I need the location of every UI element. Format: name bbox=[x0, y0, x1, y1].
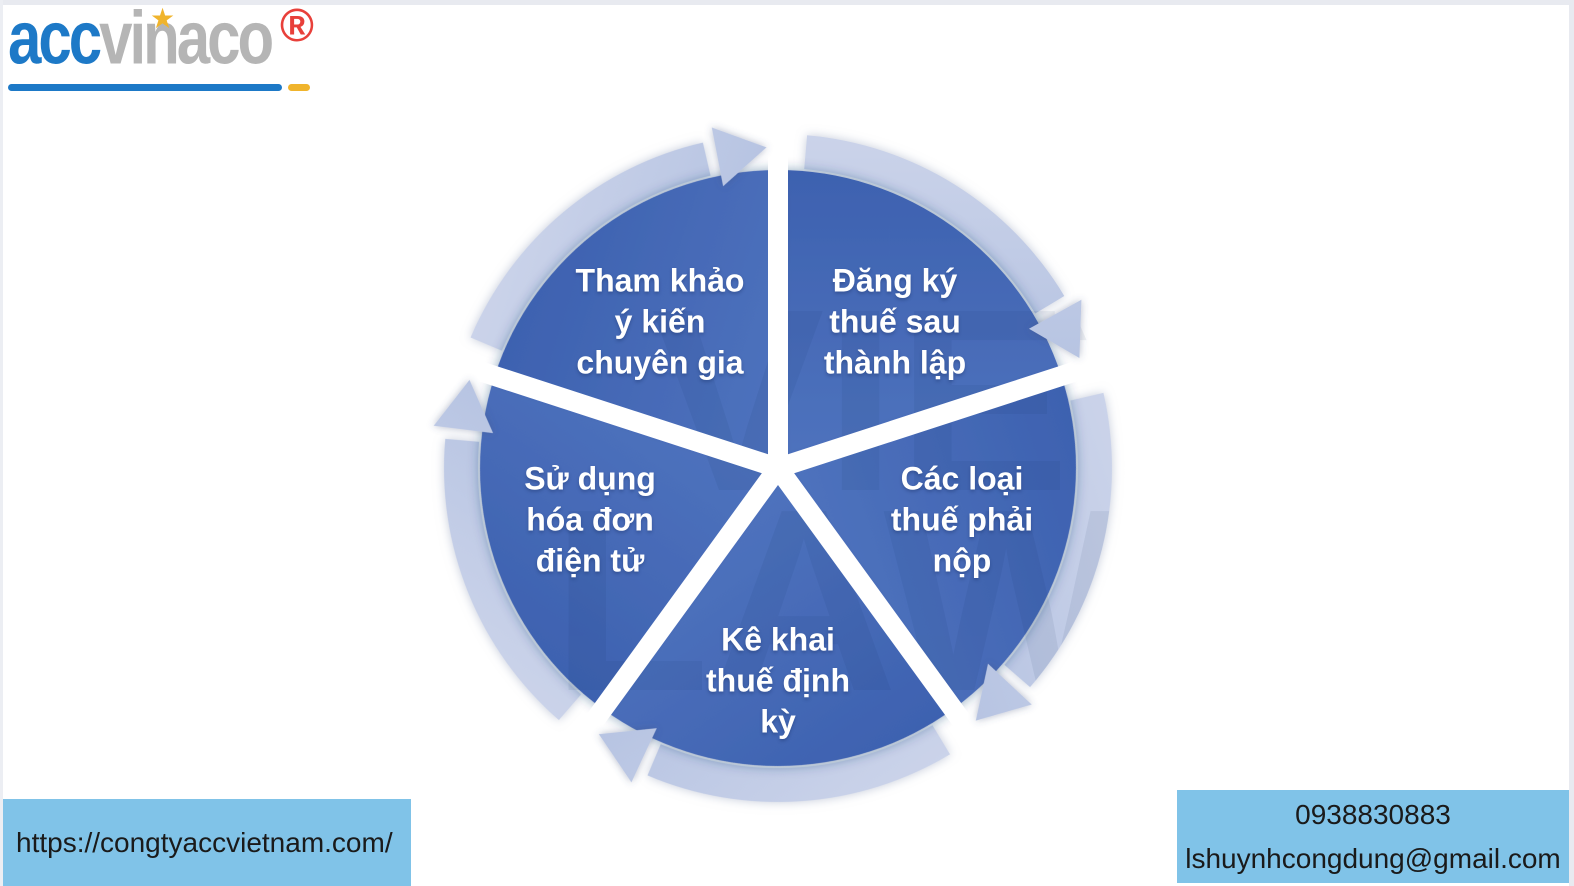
contact-box: 0938830883 lshuynhcongdung@gmail.com bbox=[1177, 790, 1569, 883]
arrowhead-icon bbox=[1029, 299, 1082, 358]
wedge-divider bbox=[440, 349, 782, 478]
logo-underline-accent bbox=[288, 84, 310, 91]
email-address: lshuynhcongdung@gmail.com bbox=[1185, 842, 1561, 874]
cycle-arrow-band bbox=[1004, 392, 1112, 688]
top-border bbox=[0, 0, 1574, 5]
company-logo: accvinaco ★ ® bbox=[8, 0, 328, 108]
cycle-arrow-band bbox=[444, 438, 582, 721]
arrowhead-icon bbox=[598, 728, 657, 783]
logo-acc-text: acc bbox=[8, 0, 102, 80]
right-border bbox=[1569, 0, 1574, 886]
cycle-wedge bbox=[778, 375, 1076, 710]
logo-vinaco-text: vinaco bbox=[99, 0, 274, 80]
watermark: VIET LAW bbox=[551, 256, 1229, 746]
registered-trademark-icon: ® bbox=[280, 0, 314, 51]
website-url: https://congtyaccvietnam.com/ bbox=[16, 826, 393, 858]
wedge-dividers bbox=[440, 116, 1116, 759]
cycle-step-label: Đăng ký thuế sau thành lập bbox=[823, 262, 967, 381]
cycle-wedge bbox=[480, 375, 778, 710]
left-border bbox=[0, 0, 3, 886]
arrowhead-icon bbox=[433, 379, 494, 434]
cycle-step-label: Sử dụng hóa đơn điện tử bbox=[524, 460, 656, 579]
arrowhead-icon bbox=[711, 127, 767, 187]
logo-wordmark: accvinaco bbox=[8, 0, 274, 81]
star-icon: ★ bbox=[150, 3, 176, 34]
wedge-divider bbox=[774, 349, 1116, 478]
wedge-divider bbox=[769, 462, 993, 759]
arrowhead-icon bbox=[975, 663, 1032, 721]
cycle-arrowheads bbox=[433, 127, 1082, 783]
cycle-arrow-band bbox=[470, 142, 711, 351]
wedge-divider bbox=[563, 462, 787, 759]
cycle-wedge bbox=[602, 468, 954, 766]
cycle-arrow-bands bbox=[444, 135, 1112, 802]
cycle-arrow-band bbox=[647, 725, 951, 802]
cycle-arrow-band bbox=[804, 135, 1065, 314]
watermark-text-line1: VIET bbox=[651, 256, 1229, 546]
website-box: https://congtyaccvietnam.com/ bbox=[3, 799, 411, 886]
logo-underline bbox=[8, 84, 282, 91]
cycle-step-label: Kê khai thuế định kỳ bbox=[706, 621, 850, 740]
cycle-step-label: Tham khảo ý kiến chuyên gia bbox=[575, 262, 745, 381]
cycle-step-label: Các loại thuế phải nộp bbox=[890, 460, 1034, 579]
phone-number: 0938830883 bbox=[1295, 798, 1451, 830]
